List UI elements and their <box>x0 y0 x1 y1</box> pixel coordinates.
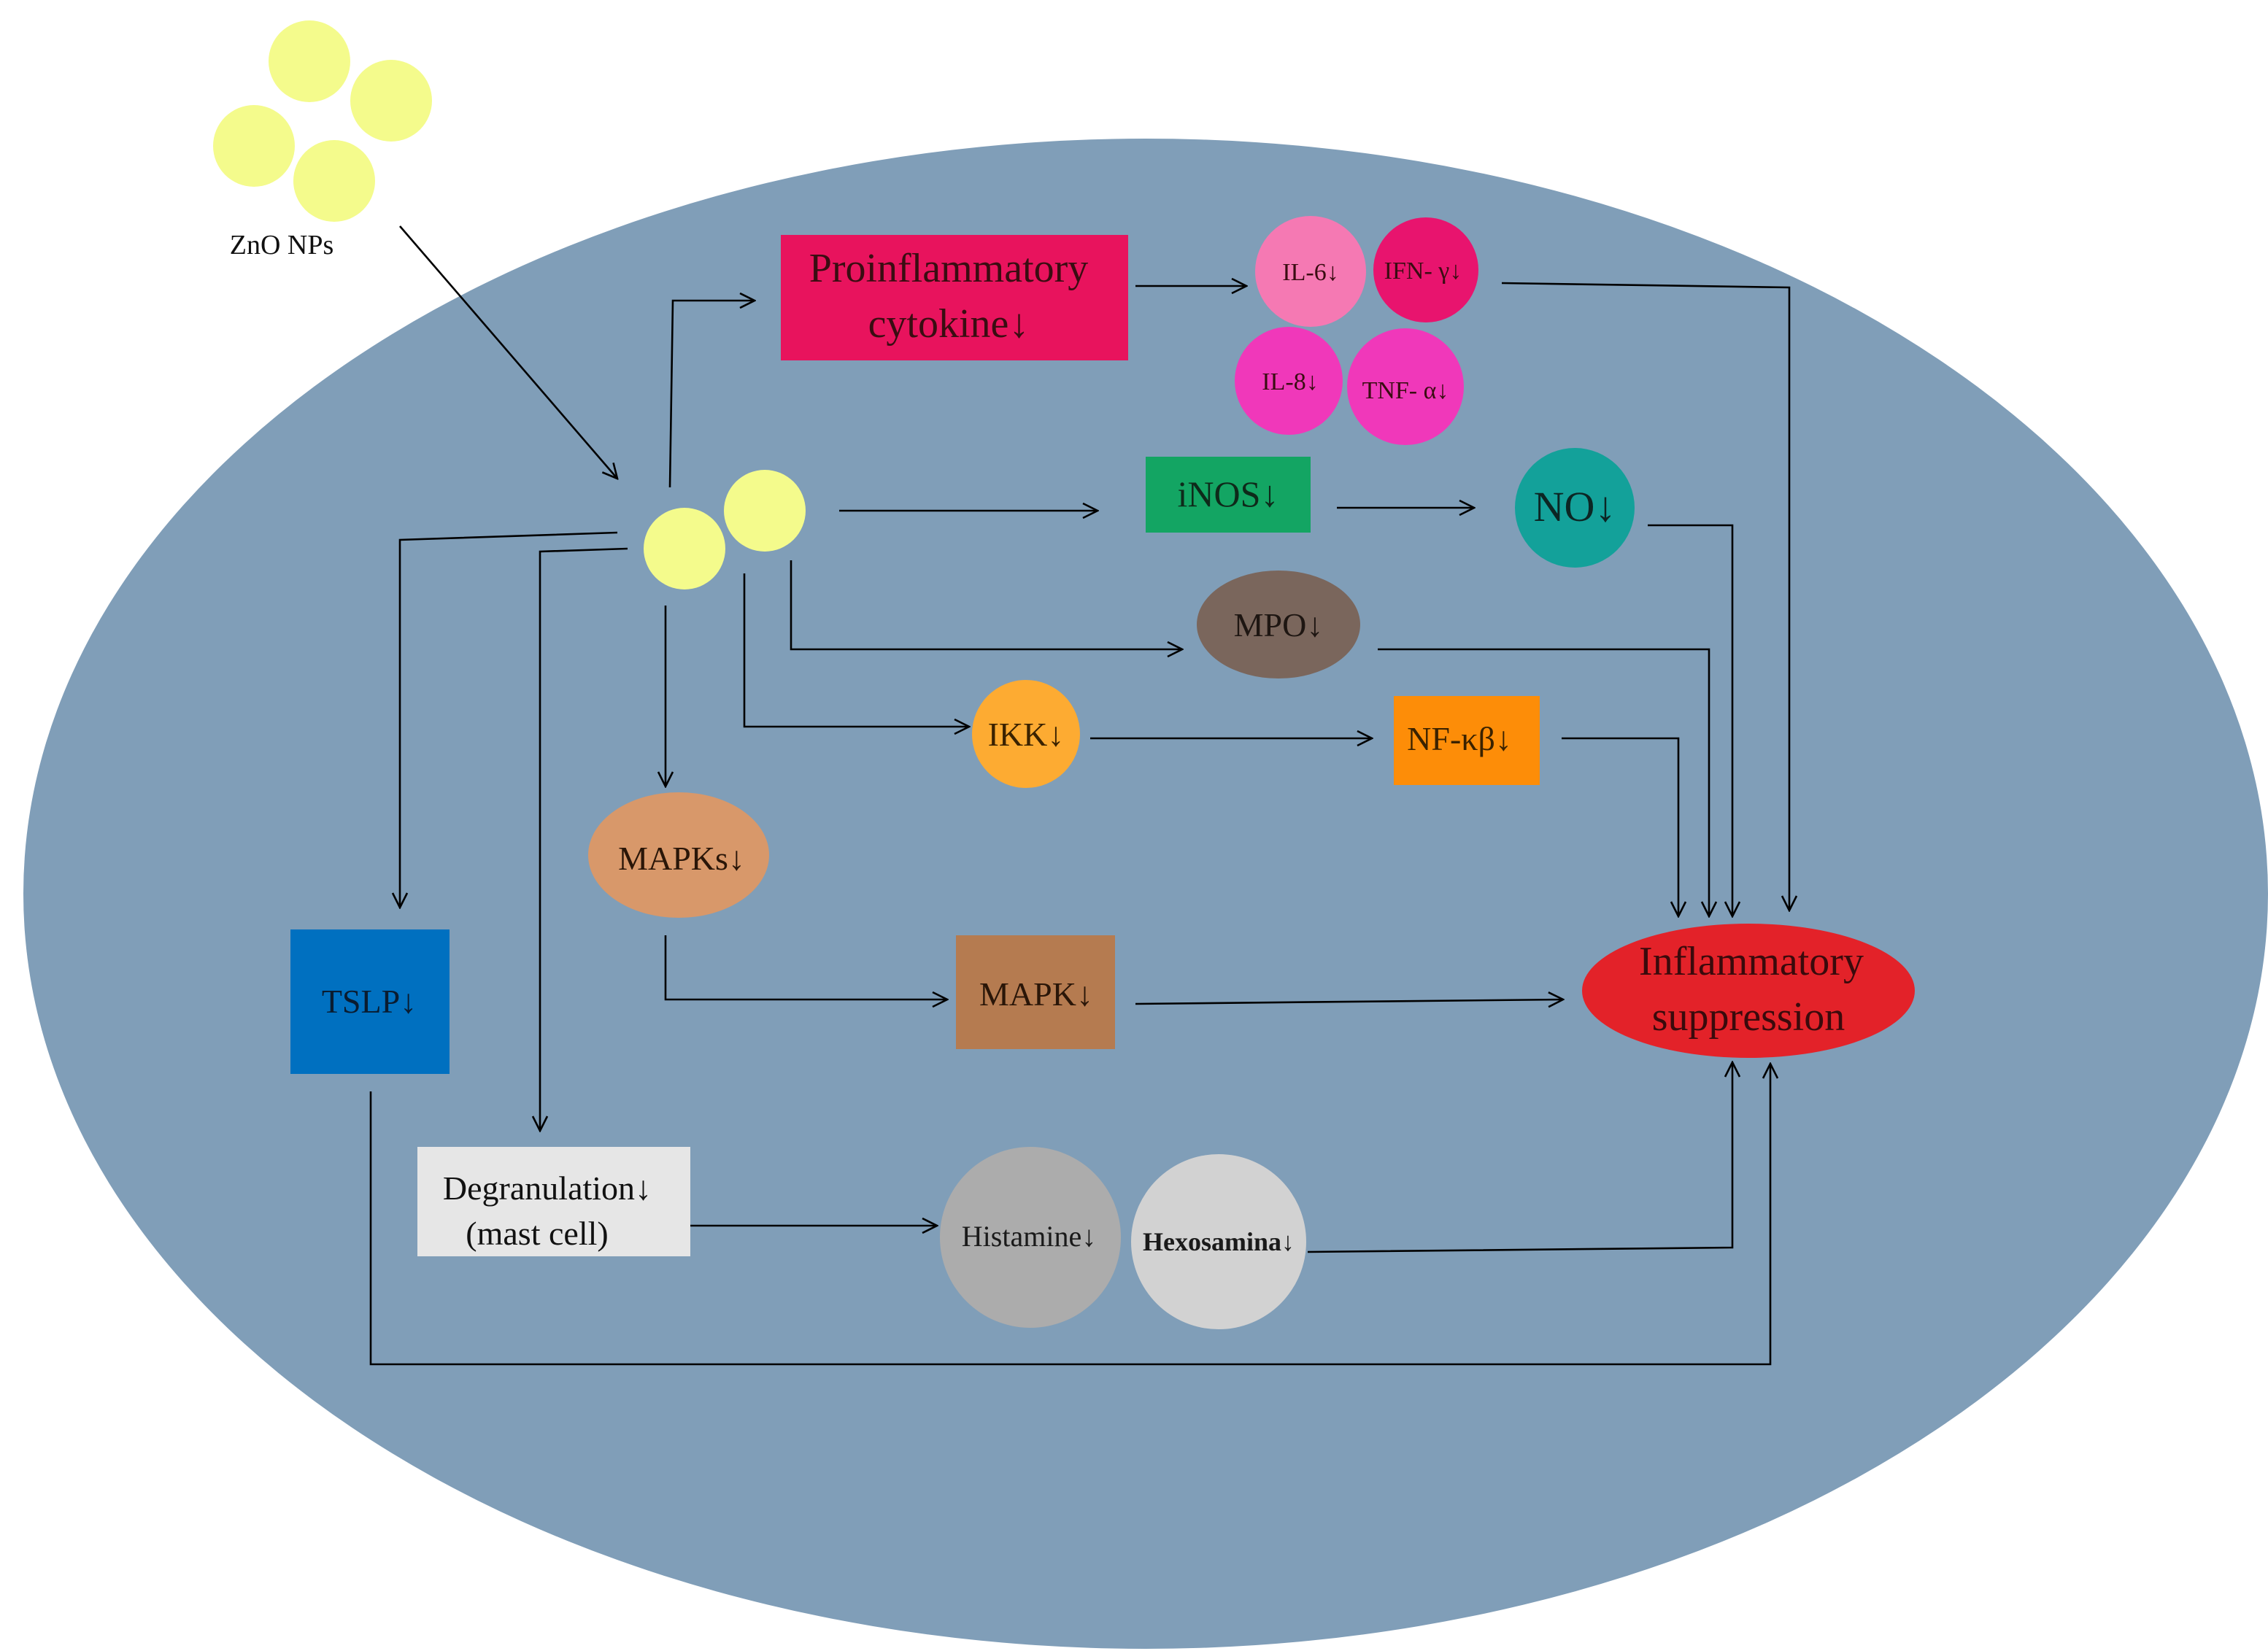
nanoparticle <box>724 470 806 552</box>
arrow-mapks-to-mapk <box>664 935 947 1000</box>
il6-node <box>1255 216 1366 327</box>
mapks-node <box>588 792 769 918</box>
inflammatory-suppression-line2: suppression <box>1652 994 1845 1040</box>
arrow-mapk-to-suppression <box>1135 1000 1563 1004</box>
cell-body <box>23 139 2268 1649</box>
nanoparticle <box>644 508 725 589</box>
arrow-no-to-suppression <box>1648 524 1732 916</box>
arrow-mpo-to-suppression <box>1378 648 1709 916</box>
inos-label: iNOS↓ <box>1178 473 1279 514</box>
proinflammatory-cytokine-box <box>781 235 1128 360</box>
arrow-tslp-to-suppression <box>369 1064 1770 1366</box>
arrow-to-tslp <box>400 531 618 908</box>
ikk-label: IKK↓ <box>988 716 1065 753</box>
nfkb-box <box>1394 696 1540 785</box>
no-label: NO↓ <box>1534 483 1616 530</box>
arrows <box>369 225 1789 1366</box>
zno-label: ZnO NPs <box>230 230 334 260</box>
arrow-to-ikk <box>743 573 969 727</box>
nanoparticle <box>213 105 295 187</box>
nanoparticle <box>350 60 432 142</box>
proinflammatory-label-line1: Proinflammatory <box>809 246 1089 291</box>
arrow-hexosamina-to-suppression <box>1307 1062 1732 1253</box>
arrow-entry <box>399 225 617 479</box>
nanoparticle <box>269 20 350 102</box>
il6-label: IL-6↓ <box>1282 259 1338 286</box>
nanoparticle <box>293 140 375 222</box>
tnf-alpha-node <box>1347 328 1464 445</box>
ifn-gamma-label: IFN- γ↓ <box>1384 258 1462 285</box>
degranulation-box <box>417 1147 690 1256</box>
inos-box <box>1146 457 1311 533</box>
degranulation-label-line2: (mast cell) <box>466 1215 608 1252</box>
arrow-to-degranulation <box>540 547 628 1131</box>
internalized-nanoparticles <box>644 470 806 589</box>
inflammatory-suppression-node <box>1582 924 1915 1058</box>
degranulation-label-line1: Degranulation↓ <box>443 1169 652 1207</box>
hexosamina-label: Hexosamina↓ <box>1143 1227 1295 1256</box>
histamine-node <box>940 1147 1121 1328</box>
mapk-box <box>956 935 1115 1049</box>
mapks-label: MAPKs↓ <box>618 840 745 877</box>
zno-nanoparticle-cluster <box>213 20 432 222</box>
ikk-node <box>972 680 1080 788</box>
arrow-cytokines-to-suppression <box>1501 282 1789 910</box>
tnf-alpha-label: TNF- α↓ <box>1362 377 1449 404</box>
mpo-label: MPO↓ <box>1234 606 1324 643</box>
tslp-box <box>290 929 450 1074</box>
il8-label: IL-8↓ <box>1262 368 1318 395</box>
ifn-gamma-node <box>1373 217 1478 322</box>
arrow-to-mpo <box>790 560 1182 649</box>
il8-node <box>1235 327 1343 435</box>
inflammatory-suppression-line1: Inflammatory <box>1639 939 1864 984</box>
mapk-label: MAPK↓ <box>979 975 1093 1013</box>
proinflammatory-label-line2: cytokine↓ <box>868 301 1030 347</box>
arrow-nfkb-to-suppression <box>1562 737 1678 916</box>
nfkb-label: NF-κβ↓ <box>1407 720 1512 757</box>
mpo-node <box>1197 571 1360 678</box>
no-node <box>1515 448 1635 568</box>
hexosamina-node <box>1131 1154 1306 1329</box>
histamine-label: Histamine↓ <box>962 1220 1096 1253</box>
arrow-to-proinflammatory <box>668 301 755 488</box>
tslp-label: TSLP↓ <box>322 983 417 1020</box>
